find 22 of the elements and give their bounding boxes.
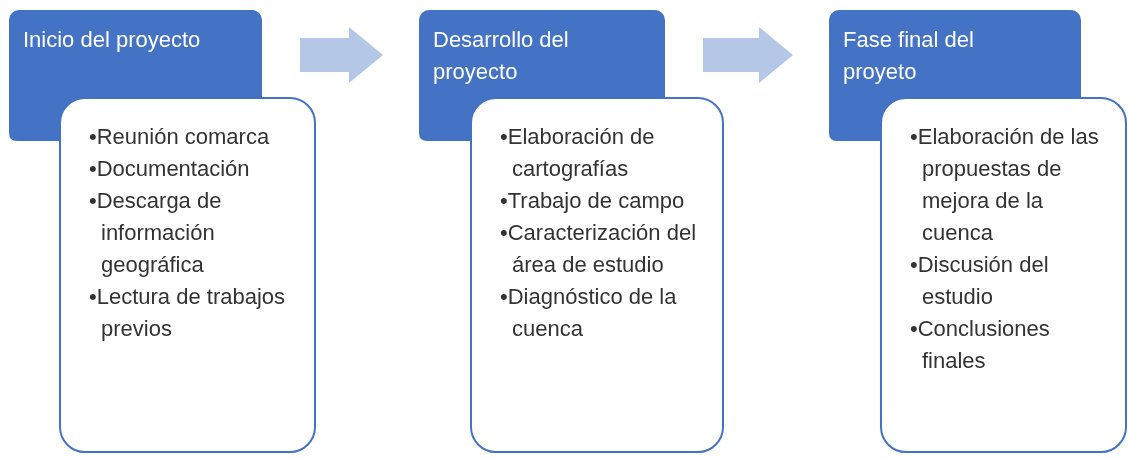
phase-title: Desarrollo del proyecto: [433, 26, 570, 86]
task-item: •Conclusiones finales: [910, 315, 1051, 375]
phase-title: Fase final del proyeto: [843, 26, 975, 86]
task-item: •Elaboración de cartografías: [500, 123, 656, 183]
phase-header-box: [9, 10, 262, 97]
task-item: •Discusión del estudio: [910, 251, 1050, 311]
phase-header-box: [419, 10, 665, 97]
task-item: •Documentación: [89, 155, 251, 183]
task-item: •Diagnóstico de la cuenca: [500, 283, 678, 343]
task-list-box: [59, 97, 316, 453]
block-arrow: [703, 27, 793, 83]
phase-header-box: [829, 10, 1081, 97]
task-item: •Caracterización del área de estudio: [500, 219, 697, 279]
task-item: •Reunión comarca: [89, 123, 271, 151]
task-list-box: [880, 97, 1127, 453]
block-arrow: [300, 27, 383, 83]
phase-title: Inicio del proyecto: [23, 26, 202, 54]
task-list-box: [470, 97, 724, 453]
task-item: •Descarga de información geográfica: [89, 187, 223, 279]
task-item: •Trabajo de campo: [500, 187, 686, 215]
task-item: •Elaboración de las propuestas de mejora de la cuenca: [910, 123, 1100, 247]
task-item: •Lectura de trabajos previos: [89, 283, 287, 343]
